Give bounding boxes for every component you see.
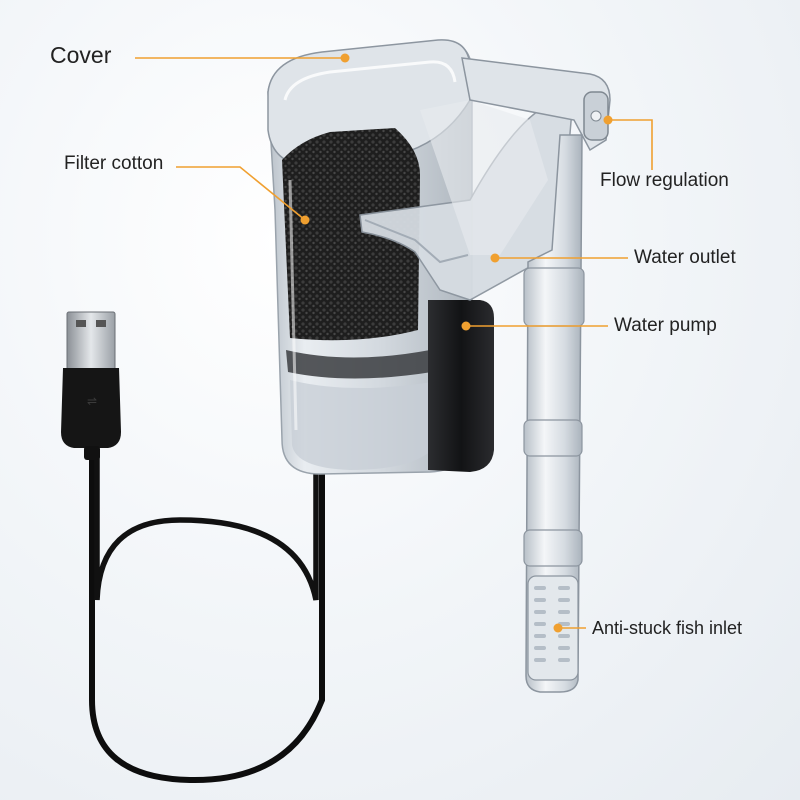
filter-housing bbox=[267, 39, 494, 475]
label-cover: Cover bbox=[50, 42, 112, 68]
intake-tube bbox=[461, 57, 611, 693]
leader-lines bbox=[135, 53, 653, 633]
label-filter-cotton: Filter cotton bbox=[64, 153, 164, 174]
fish-inlet-grille bbox=[527, 575, 579, 681]
label-fish-inlet: Anti-stuck fish inlet bbox=[592, 618, 743, 638]
label-flow-regulation: Flow regulation bbox=[600, 170, 729, 191]
label-water-pump: Water pump bbox=[614, 315, 717, 336]
leader-line-filter-cotton bbox=[176, 166, 306, 221]
usb-cable bbox=[89, 422, 348, 784]
usb-plug: ⇌ bbox=[61, 311, 121, 460]
svg-text:⇌: ⇌ bbox=[87, 394, 97, 408]
filter-cotton bbox=[282, 128, 420, 341]
label-water-outlet: Water outlet bbox=[634, 247, 736, 268]
leader-line-flow-regulation bbox=[608, 119, 653, 170]
pump-body bbox=[428, 300, 494, 472]
